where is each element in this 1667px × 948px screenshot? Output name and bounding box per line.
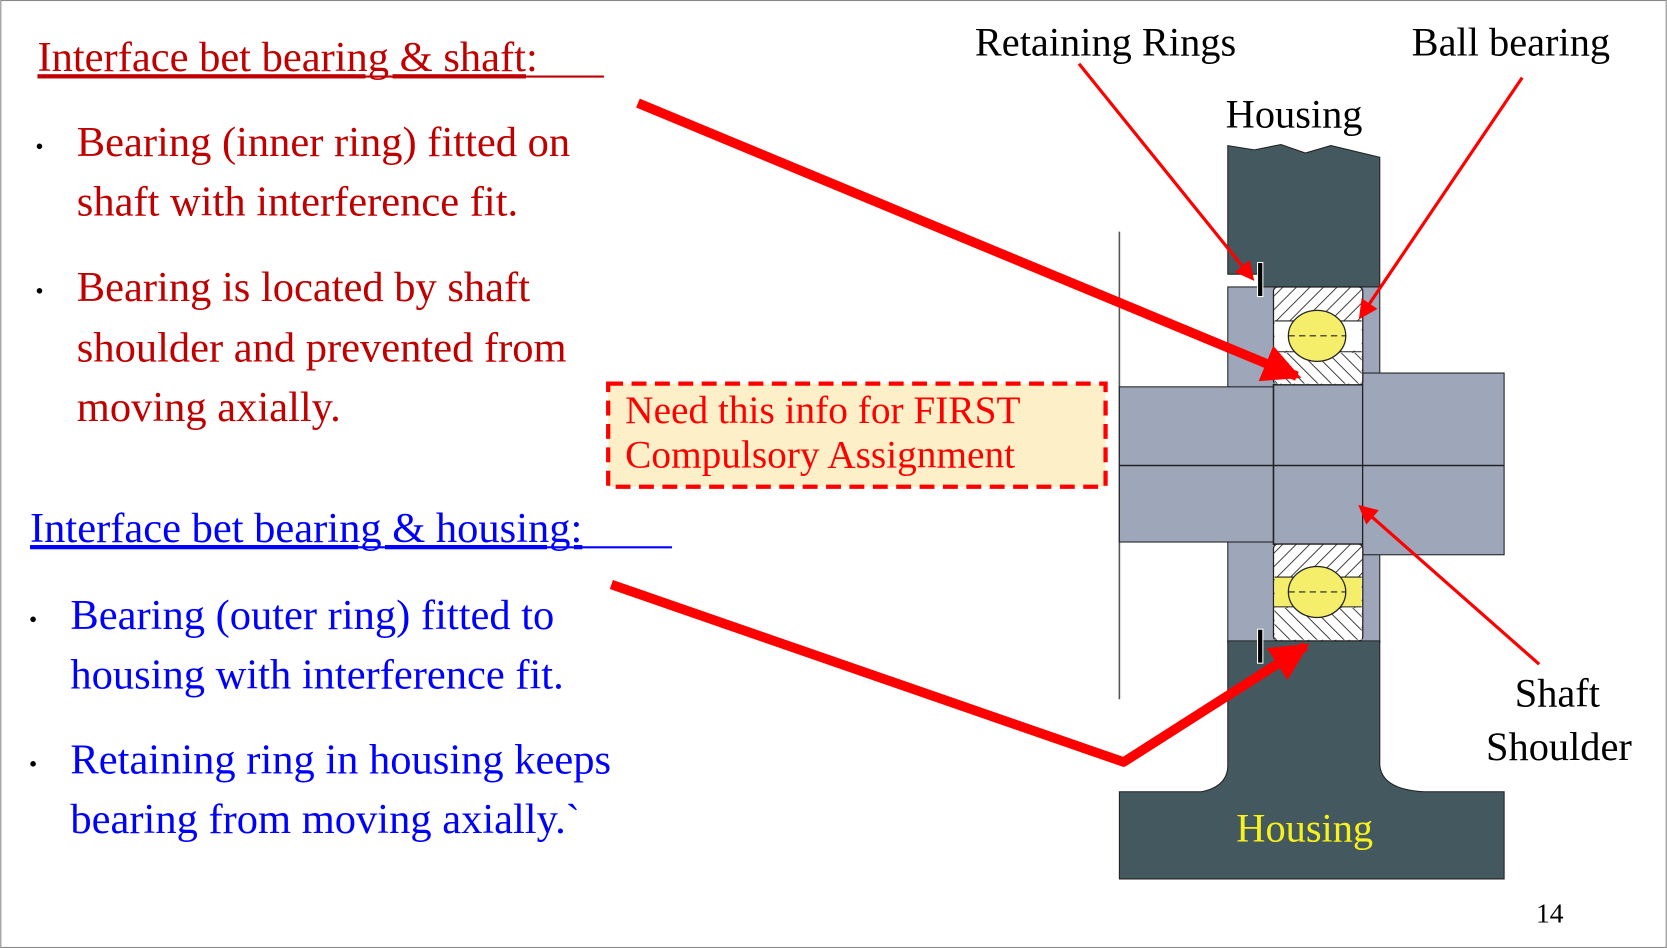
arrow-retaining-rings [1077, 62, 1255, 281]
arrow-housing-interface [609, 580, 1310, 767]
bullet-text: housing with interference fit. [70, 652, 563, 699]
arrow-shaft-shoulder [1358, 504, 1541, 666]
bullet-dot: • [35, 134, 43, 160]
callout-line: Need this info for FIRST [625, 388, 1020, 432]
housing-interface-section: Interface bet bearing & housing: • Beari… [29, 505, 672, 843]
callout-line: Compulsory Assignment [625, 433, 1015, 477]
bullet-text: moving axially. [77, 384, 341, 431]
shaft-middle [1272, 383, 1364, 545]
label-housing-bottom: Housing [1236, 806, 1373, 851]
housing-section-heading: Interface bet bearing & housing: [30, 505, 582, 552]
shaft-section-heading: Interface bet bearing & shaft: [37, 34, 537, 81]
arrow-shaft-interface [636, 98, 1302, 382]
shaft-shoulder [1362, 372, 1505, 556]
label-shaft: Shaft [1515, 671, 1600, 716]
bullet-text: Retaining ring in housing keeps [70, 737, 611, 784]
housing-top [1227, 143, 1381, 288]
label-shoulder: Shoulder [1486, 724, 1632, 769]
shaft-left [1118, 386, 1275, 543]
bearing-diagram: Retaining Rings Ball bearing Housing Sha… [975, 19, 1632, 880]
label-retaining-rings: Retaining Rings [975, 19, 1236, 64]
ball-bearing-lower [1272, 543, 1364, 642]
assignment-callout: Need this info for FIRST Compulsory Assi… [606, 381, 1108, 489]
housing-base [1118, 640, 1505, 880]
arrow-ball-bearing [1358, 76, 1524, 320]
bullet-dot: • [29, 752, 37, 778]
page-number: 14 [1536, 897, 1564, 928]
bullet-text: shoulder and prevented from [77, 324, 567, 371]
bullet-text: Bearing (inner ring) fitted on [77, 119, 570, 166]
bullet-text: bearing from moving axially.` [70, 796, 579, 843]
bullet-text: Bearing (outer ring) fitted to [70, 592, 554, 639]
bullet-dot: • [29, 607, 37, 633]
retaining-ring-upper [1257, 261, 1264, 298]
bullet-text: Bearing is located by shaft [77, 264, 530, 311]
retaining-ring-lower [1257, 628, 1264, 664]
bullet-text: shaft with interference fit. [77, 179, 518, 226]
label-ball-bearing: Ball bearing [1412, 19, 1610, 64]
shaft-interface-section: Interface bet bearing & shaft: • Bearing… [35, 34, 604, 431]
label-housing-top: Housing [1226, 92, 1363, 137]
bullet-dot: • [35, 279, 43, 305]
